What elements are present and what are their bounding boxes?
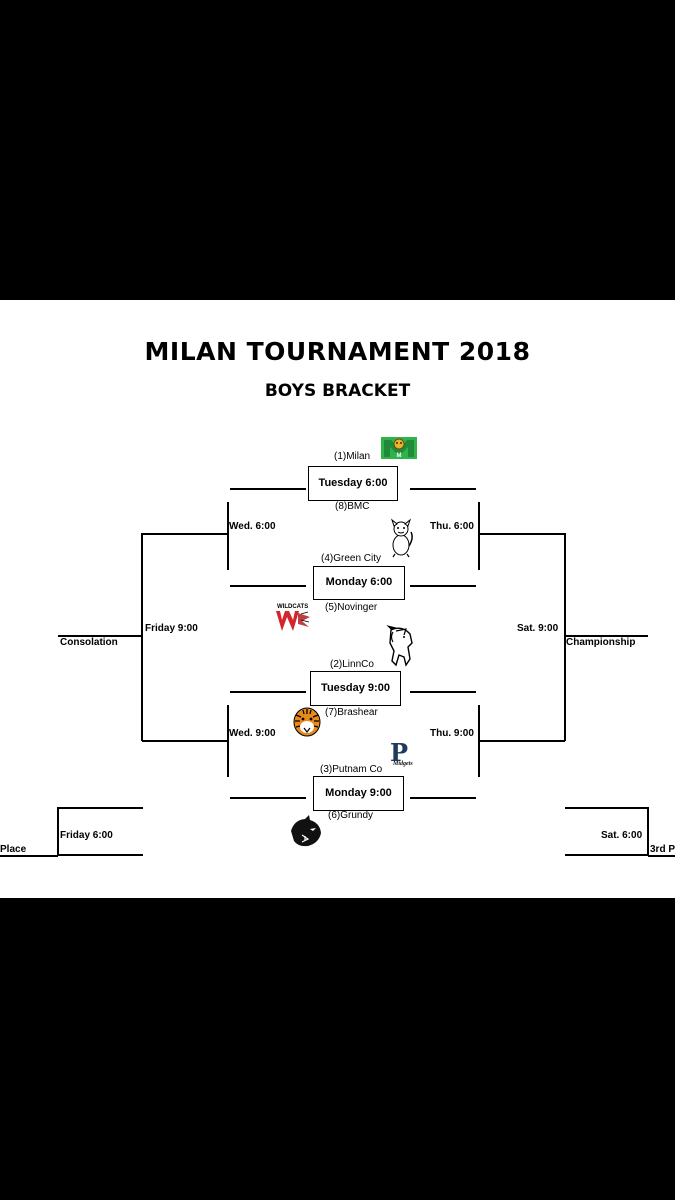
championship-label: Championship [566,637,636,648]
line-fri6-top [58,807,143,809]
line-championship [565,635,648,637]
line-fri6-vertical [57,807,59,856]
line-r1-mon9-right [410,797,476,799]
bracket-sheet: MILAN TOURNAMENT 2018 BOYS BRACKET Tuesd… [0,300,675,898]
line-fri6-bottom [58,854,143,856]
left-place-label: Place [0,844,27,855]
line-sat6-top [565,807,649,809]
game-sat-6: Sat. 6:00 [601,830,643,841]
team-brashear: (7)Brashear [325,707,378,718]
svg-text:WILDCATS: WILDCATS [277,604,308,610]
svg-text:M: M [397,453,402,459]
line-r1-mon9-left [230,797,306,799]
line-fri9-vertical [141,533,143,741]
right-place-label: 3rd P [650,844,675,855]
line-r1-tue9-left [230,691,306,693]
team-green-city: (4)Green City [321,553,382,564]
bmc-logo [390,518,413,558]
game-friday-9: Friday 9:00 [145,623,198,634]
svg-text:P: P [390,738,408,767]
consolation-label: Consolation [60,637,118,648]
grundy-logo [291,815,321,847]
line-thu6-vertical [478,502,480,570]
line-sat9-vertical [564,533,566,741]
line-r1-mon6-left [230,585,306,587]
line-r1-tue6-right [410,488,476,490]
game-wed-6: Wed. 6:00 [229,521,276,532]
linnco-logo [386,625,413,667]
line-wed6-vertical [227,502,229,570]
game-box-monday-6: Monday 6:00 [313,566,405,600]
team-grundy: (6)Grundy [328,810,374,821]
line-right-place [648,855,675,857]
line-sat6-bottom [565,854,649,856]
game-box-tuesday-6: Tuesday 6:00 [308,466,398,501]
svg-text:Midgets: Midgets [392,761,413,767]
line-sat6-vertical [647,807,649,856]
line-left-place [0,855,58,857]
putnam-co-logo: P Midgets [390,738,413,767]
milan-logo: M [381,437,417,459]
game-thu-9: Thu. 9:00 [430,728,474,739]
game-thu-6: Thu. 6:00 [430,521,474,532]
line-consolation [58,635,142,637]
line-r1-tue6-left [230,488,306,490]
line-semi-bot-right [478,740,565,742]
team-novinger: (5)Novinger [325,602,378,613]
page-title: MILAN TOURNAMENT 2018 [144,337,531,366]
game-sat-9: Sat. 9:00 [517,623,559,634]
line-semi-bot-left [142,740,229,742]
team-milan: (1)Milan [334,451,371,462]
line-r1-mon6-right [410,585,476,587]
game-friday-6: Friday 6:00 [60,830,113,841]
team-linnco: (2)LinnCo [330,659,374,670]
line-semi-top-right [478,533,565,535]
team-bmc: (8)BMC [335,501,370,512]
game-wed-9: Wed. 9:00 [229,728,276,739]
novinger-logo: WILDCATS [276,604,310,631]
page-subtitle: BOYS BRACKET [264,381,411,401]
line-semi-top-left [142,533,229,535]
team-putnam-co: (3)Putnam Co [320,764,383,775]
line-r1-tue9-right [410,691,476,693]
game-box-monday-9: Monday 9:00 [313,776,404,811]
brashear-logo [293,707,321,737]
game-box-tuesday-9: Tuesday 9:00 [310,671,401,706]
